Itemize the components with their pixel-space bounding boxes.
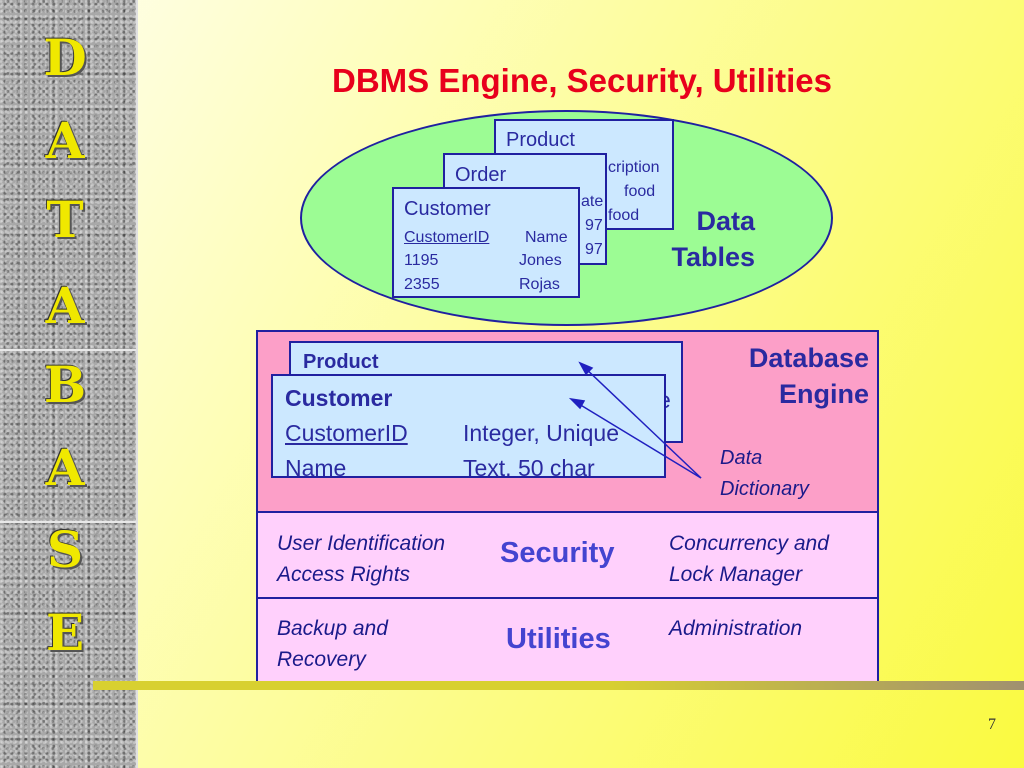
sidebar-letter: A — [45, 111, 85, 170]
name-cell: Jones — [519, 252, 562, 269]
page-number: 7 — [988, 716, 996, 733]
utilities-section — [256, 597, 879, 683]
sidebar-letter: T — [46, 190, 84, 249]
sidebar-letter: B — [43, 355, 87, 414]
customer-id-column-header: CustomerID — [404, 229, 490, 246]
field-name-cell: CustomerID — [285, 420, 408, 446]
security-label: Security — [500, 537, 615, 569]
data-tables-label-line: Tables — [671, 242, 755, 272]
sidebar-letter: S — [46, 520, 84, 579]
slide-title: DBMS Engine, Security, Utilities — [332, 62, 832, 99]
customer-id-cell: 2355 — [404, 276, 440, 293]
backup-label: Backup and — [277, 617, 388, 640]
product-table-fragment: food — [624, 183, 656, 200]
sidebar-letter: A — [45, 276, 85, 335]
customer-table-title: Customer — [404, 198, 491, 220]
order-table-title: Order — [455, 164, 507, 186]
field-type-cell: Text, 50 char — [463, 455, 595, 478]
database-engine-label-line: Database — [748, 343, 869, 373]
product-table-title: Product — [506, 129, 575, 151]
sidebar-letter: D — [43, 28, 87, 87]
recovery-label: Recovery — [277, 648, 366, 671]
order-table-fragment: 97 — [585, 241, 603, 258]
data-tables-label: Data Tables — [640, 203, 755, 275]
footer-bar — [93, 681, 1024, 690]
data-tables-label-line: Data — [696, 206, 755, 236]
customer-id-cell: 1195 — [404, 252, 439, 269]
name-cell: Rojas — [519, 276, 560, 293]
product-table-fragment: cription — [608, 159, 660, 176]
data-dictionary-label-line: Dictionary — [720, 478, 809, 500]
customer-definition-title: Customer — [285, 385, 393, 411]
user-identification-label: User Identification — [277, 532, 446, 555]
data-dictionary-label: Data Dictionary — [720, 443, 809, 505]
utilities-left-text: Backup and Recovery — [277, 613, 388, 675]
security-section — [256, 511, 879, 599]
access-rights-label: Access Rights — [277, 563, 411, 586]
customer-definition-card: Customer CustomerID Integer, Unique Name… — [271, 374, 666, 478]
field-name-cell: Name — [285, 455, 347, 478]
order-table-fragment: 97 — [585, 217, 603, 234]
sidebar-divider — [0, 521, 138, 523]
lock-manager-label: Lock Manager — [669, 563, 803, 586]
administration-label: Administration — [669, 617, 803, 640]
order-table-fragment: ate — [581, 193, 604, 210]
sidebar: D A T A B A S E — [0, 0, 138, 768]
customer-table-card: Customer CustomerID Name 1195 Jones 2355… — [392, 187, 580, 298]
database-engine-label-line: Engine — [778, 379, 869, 409]
security-left-text: User Identification Access Rights — [277, 528, 445, 590]
field-type-cell: Integer, Unique — [463, 420, 620, 446]
data-dictionary-label-line: Data — [720, 447, 763, 469]
security-right-text: Concurrency and Lock Manager — [669, 528, 829, 590]
sidebar-edge — [136, 0, 138, 768]
product-table-fragment: food — [608, 207, 640, 224]
database-engine-label: Database Engine — [700, 340, 869, 412]
concurrency-label: Concurrency and — [669, 532, 829, 555]
product-definition-title: Product — [303, 351, 379, 373]
sidebar-letter: E — [45, 603, 85, 662]
sidebar-letter: A — [45, 438, 85, 497]
utilities-label: Utilities — [506, 623, 611, 655]
name-column-header: Name — [525, 229, 568, 246]
sidebar-divider — [0, 349, 138, 351]
